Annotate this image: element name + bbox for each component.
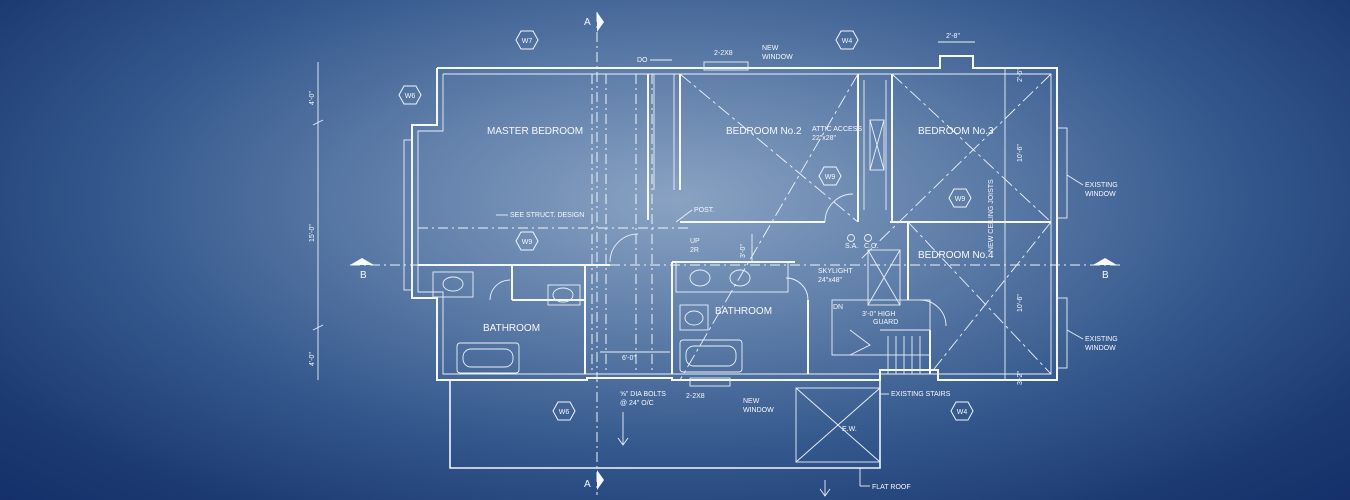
note-existing-window-1b: WINDOW: [1085, 191, 1116, 198]
window-tags: W7 W4 W6 W9 W9 W9 W6 W4: [398, 30, 974, 421]
room-bedroom-4: BEDROOM No.4: [918, 250, 994, 261]
tag-w9-hall-label: W9: [825, 174, 836, 181]
note-2x8-top: 2-2X8: [714, 50, 733, 57]
tag-w4-top: W4: [835, 30, 859, 50]
note-skylight-1: SKYLIGHT: [818, 268, 853, 275]
note-post: POST.: [694, 207, 714, 214]
note-new-window-bottom-2: WINDOW: [743, 407, 774, 414]
tag-w9-bed3: W9: [948, 188, 972, 208]
flat-roof-area: [449, 380, 881, 497]
note-dim-right-mid1: 10'-6": [1017, 144, 1024, 162]
tag-w4-bottom-label: W4: [957, 409, 968, 416]
note-skylight-2: 24"x48": [818, 277, 843, 284]
room-bedroom-2: BEDROOM No.2: [726, 126, 802, 137]
note-new-window-top-2: WINDOW: [762, 54, 793, 61]
tag-w6-left: W6: [398, 85, 422, 105]
section-a-bottom: A: [584, 479, 591, 490]
note-new-window-bottom-1: NEW: [743, 398, 760, 405]
tag-w9-bed3-label: W9: [955, 196, 966, 203]
tag-w7: W7: [515, 30, 539, 50]
note-dim-left-mid: 15'-0": [309, 224, 316, 242]
note-dn: DN: [833, 304, 843, 311]
note-dia-bolts-2: @ 24" O/C: [620, 400, 654, 407]
note-ceiling-joists: NEW CEILING JOISTS: [988, 179, 995, 252]
note-see-struct: SEE STRUCT. DESIGN: [510, 212, 584, 219]
section-b-right: B: [1102, 270, 1109, 281]
note-guard-1: 3'-0" HIGH: [862, 311, 895, 318]
note-flat-roof: FLAT ROOF: [872, 484, 911, 491]
note-dim-right-bot: 3'-2": [1017, 371, 1024, 385]
room-bathroom-2: BATHROOM: [715, 306, 772, 317]
note-2x8-bottom: 2-2X8: [686, 393, 705, 400]
room-master-bedroom: MASTER BEDROOM: [487, 126, 583, 137]
note-guard-2: GUARD: [873, 319, 898, 326]
note-dim-left-top: 4'-0": [309, 91, 316, 105]
note-do: DO: [637, 57, 648, 64]
note-existing-stairs: EXISTING STAIRS: [891, 391, 951, 398]
section-lines: [350, 12, 1120, 495]
note-up-2r: 2R: [690, 247, 699, 254]
note-dia-bolts-1: ⅝" DIA BOLTS: [620, 391, 666, 398]
tag-w6-bottom-label: W6: [559, 409, 570, 416]
tag-w4-top-label: W4: [842, 38, 853, 45]
note-dim-3-0: 3'-0": [740, 244, 747, 258]
note-co: C.O.: [864, 243, 878, 250]
note-new-window-top-1: NEW: [762, 45, 779, 52]
annotations: DO 2-2X8 NEW WINDOW 2'-8" ATTIC ACCESS 2…: [309, 33, 1118, 491]
note-dim-top-right: 2'-8": [946, 33, 960, 40]
note-dim-left-bot: 4'-0": [309, 352, 316, 366]
tag-w6-bottom: W6: [552, 401, 576, 421]
note-ew: E.W.: [842, 426, 857, 433]
section-b-left: B: [360, 270, 367, 281]
section-a-top: A: [584, 17, 591, 28]
note-existing-window-2a: EXISTING: [1085, 336, 1118, 343]
tag-w7-label: W7: [522, 38, 533, 45]
note-existing-window-2b: WINDOW: [1085, 345, 1116, 352]
room-bedroom-3: BEDROOM No.3: [918, 126, 994, 137]
ceiling-diagonals: [418, 73, 1052, 381]
dimension-lines: [312, 41, 1006, 380]
note-existing-window-1a: EXISTING: [1085, 182, 1118, 189]
tag-w4-bottom: W4: [950, 401, 974, 421]
tag-w9-master-label: W9: [522, 239, 533, 246]
tag-w9-hall: W9: [818, 166, 842, 186]
room-bathroom-1: BATHROOM: [483, 323, 540, 334]
note-dim-6-0: 6'-0": [622, 355, 636, 362]
note-sa: S.A.: [845, 243, 858, 250]
fixtures: [432, 119, 947, 374]
tag-w9-master: W9: [515, 231, 539, 251]
note-attic-access-2: 22"x28": [812, 135, 837, 142]
note-dim-right-mid2: 10'-6": [1017, 294, 1024, 312]
note-dim-right-top: 2'-6": [1017, 68, 1024, 82]
note-up: UP: [690, 238, 700, 245]
note-attic-access-1: ATTIC ACCESS: [812, 126, 862, 133]
tag-w6-left-label: W6: [405, 93, 416, 100]
